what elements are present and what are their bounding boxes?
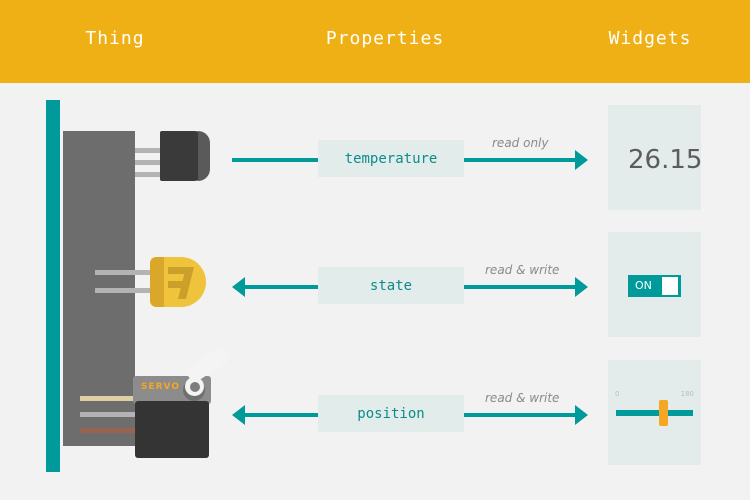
property-box-position[interactable]: position bbox=[318, 395, 464, 432]
arrow-head-in-state bbox=[232, 277, 245, 297]
column-header-thing: Thing bbox=[85, 28, 145, 49]
property-label-state: state bbox=[369, 277, 413, 294]
wire-temp-2 bbox=[135, 160, 165, 165]
widget-slider-panel: 0 180 bbox=[608, 360, 701, 465]
access-label-position: read & write bbox=[485, 391, 560, 405]
arrow-line-out-position bbox=[464, 413, 575, 417]
access-label-temperature: read only bbox=[492, 136, 549, 150]
property-label-position: position bbox=[357, 405, 425, 422]
property-label-temperature: temperature bbox=[344, 150, 438, 167]
led-filament-bottom bbox=[168, 281, 185, 288]
access-label-state: read & write bbox=[485, 263, 560, 277]
wire-servo-ground bbox=[80, 428, 138, 433]
temperature-sensor-icon bbox=[160, 131, 210, 181]
property-box-temperature[interactable]: temperature bbox=[318, 140, 464, 177]
wire-temp-3 bbox=[135, 172, 165, 177]
wire-led-2 bbox=[95, 288, 160, 293]
row-position: position read & write bbox=[0, 391, 750, 435]
wire-servo-power bbox=[80, 412, 138, 417]
temperature-sensor-highlight bbox=[198, 131, 210, 181]
led-filament-top bbox=[168, 267, 192, 274]
board-rail bbox=[46, 100, 60, 472]
header-bar: Thing Properties Widgets bbox=[0, 0, 750, 83]
arrow-line-out-temperature bbox=[464, 158, 575, 162]
row-state: state read & write bbox=[0, 263, 750, 307]
servo-body bbox=[135, 401, 209, 458]
toggle-knob[interactable] bbox=[662, 277, 678, 295]
column-header-properties: Properties bbox=[325, 28, 445, 49]
position-slider-handle[interactable] bbox=[659, 400, 668, 426]
wire-temp-1 bbox=[135, 148, 165, 153]
wire-led-1 bbox=[95, 270, 160, 275]
arrow-line-out-state bbox=[464, 285, 575, 289]
property-box-state[interactable]: state bbox=[318, 267, 464, 304]
servo-label: SERVO bbox=[141, 382, 181, 392]
toggle-state-label: ON bbox=[635, 279, 652, 292]
led-rim bbox=[150, 257, 164, 307]
slider-max-label: 180 bbox=[680, 390, 694, 398]
arrow-head-in-position bbox=[232, 405, 245, 425]
servo-icon: SERVO bbox=[133, 345, 232, 460]
row-temperature: temperature read only bbox=[0, 136, 750, 180]
servo-horn-center bbox=[190, 382, 200, 392]
arrow-head-out-position bbox=[575, 405, 588, 425]
temperature-value: 26.15 bbox=[628, 145, 703, 175]
arrow-line-in-position bbox=[244, 413, 318, 417]
state-toggle[interactable]: ON bbox=[628, 275, 681, 297]
arrow-line-in-state bbox=[244, 285, 318, 289]
widget-value-display: 26.15 bbox=[608, 105, 703, 210]
arrow-line-in-temperature bbox=[232, 158, 318, 162]
arrow-head-out-temperature bbox=[575, 150, 588, 170]
widget-toggle-panel: ON bbox=[608, 232, 701, 337]
column-header-widgets: Widgets bbox=[608, 28, 692, 49]
led-icon bbox=[150, 257, 206, 307]
arrow-head-out-state bbox=[575, 277, 588, 297]
position-slider-track[interactable] bbox=[616, 410, 693, 416]
wire-servo-signal bbox=[80, 396, 138, 401]
slider-min-label: 0 bbox=[615, 390, 620, 398]
